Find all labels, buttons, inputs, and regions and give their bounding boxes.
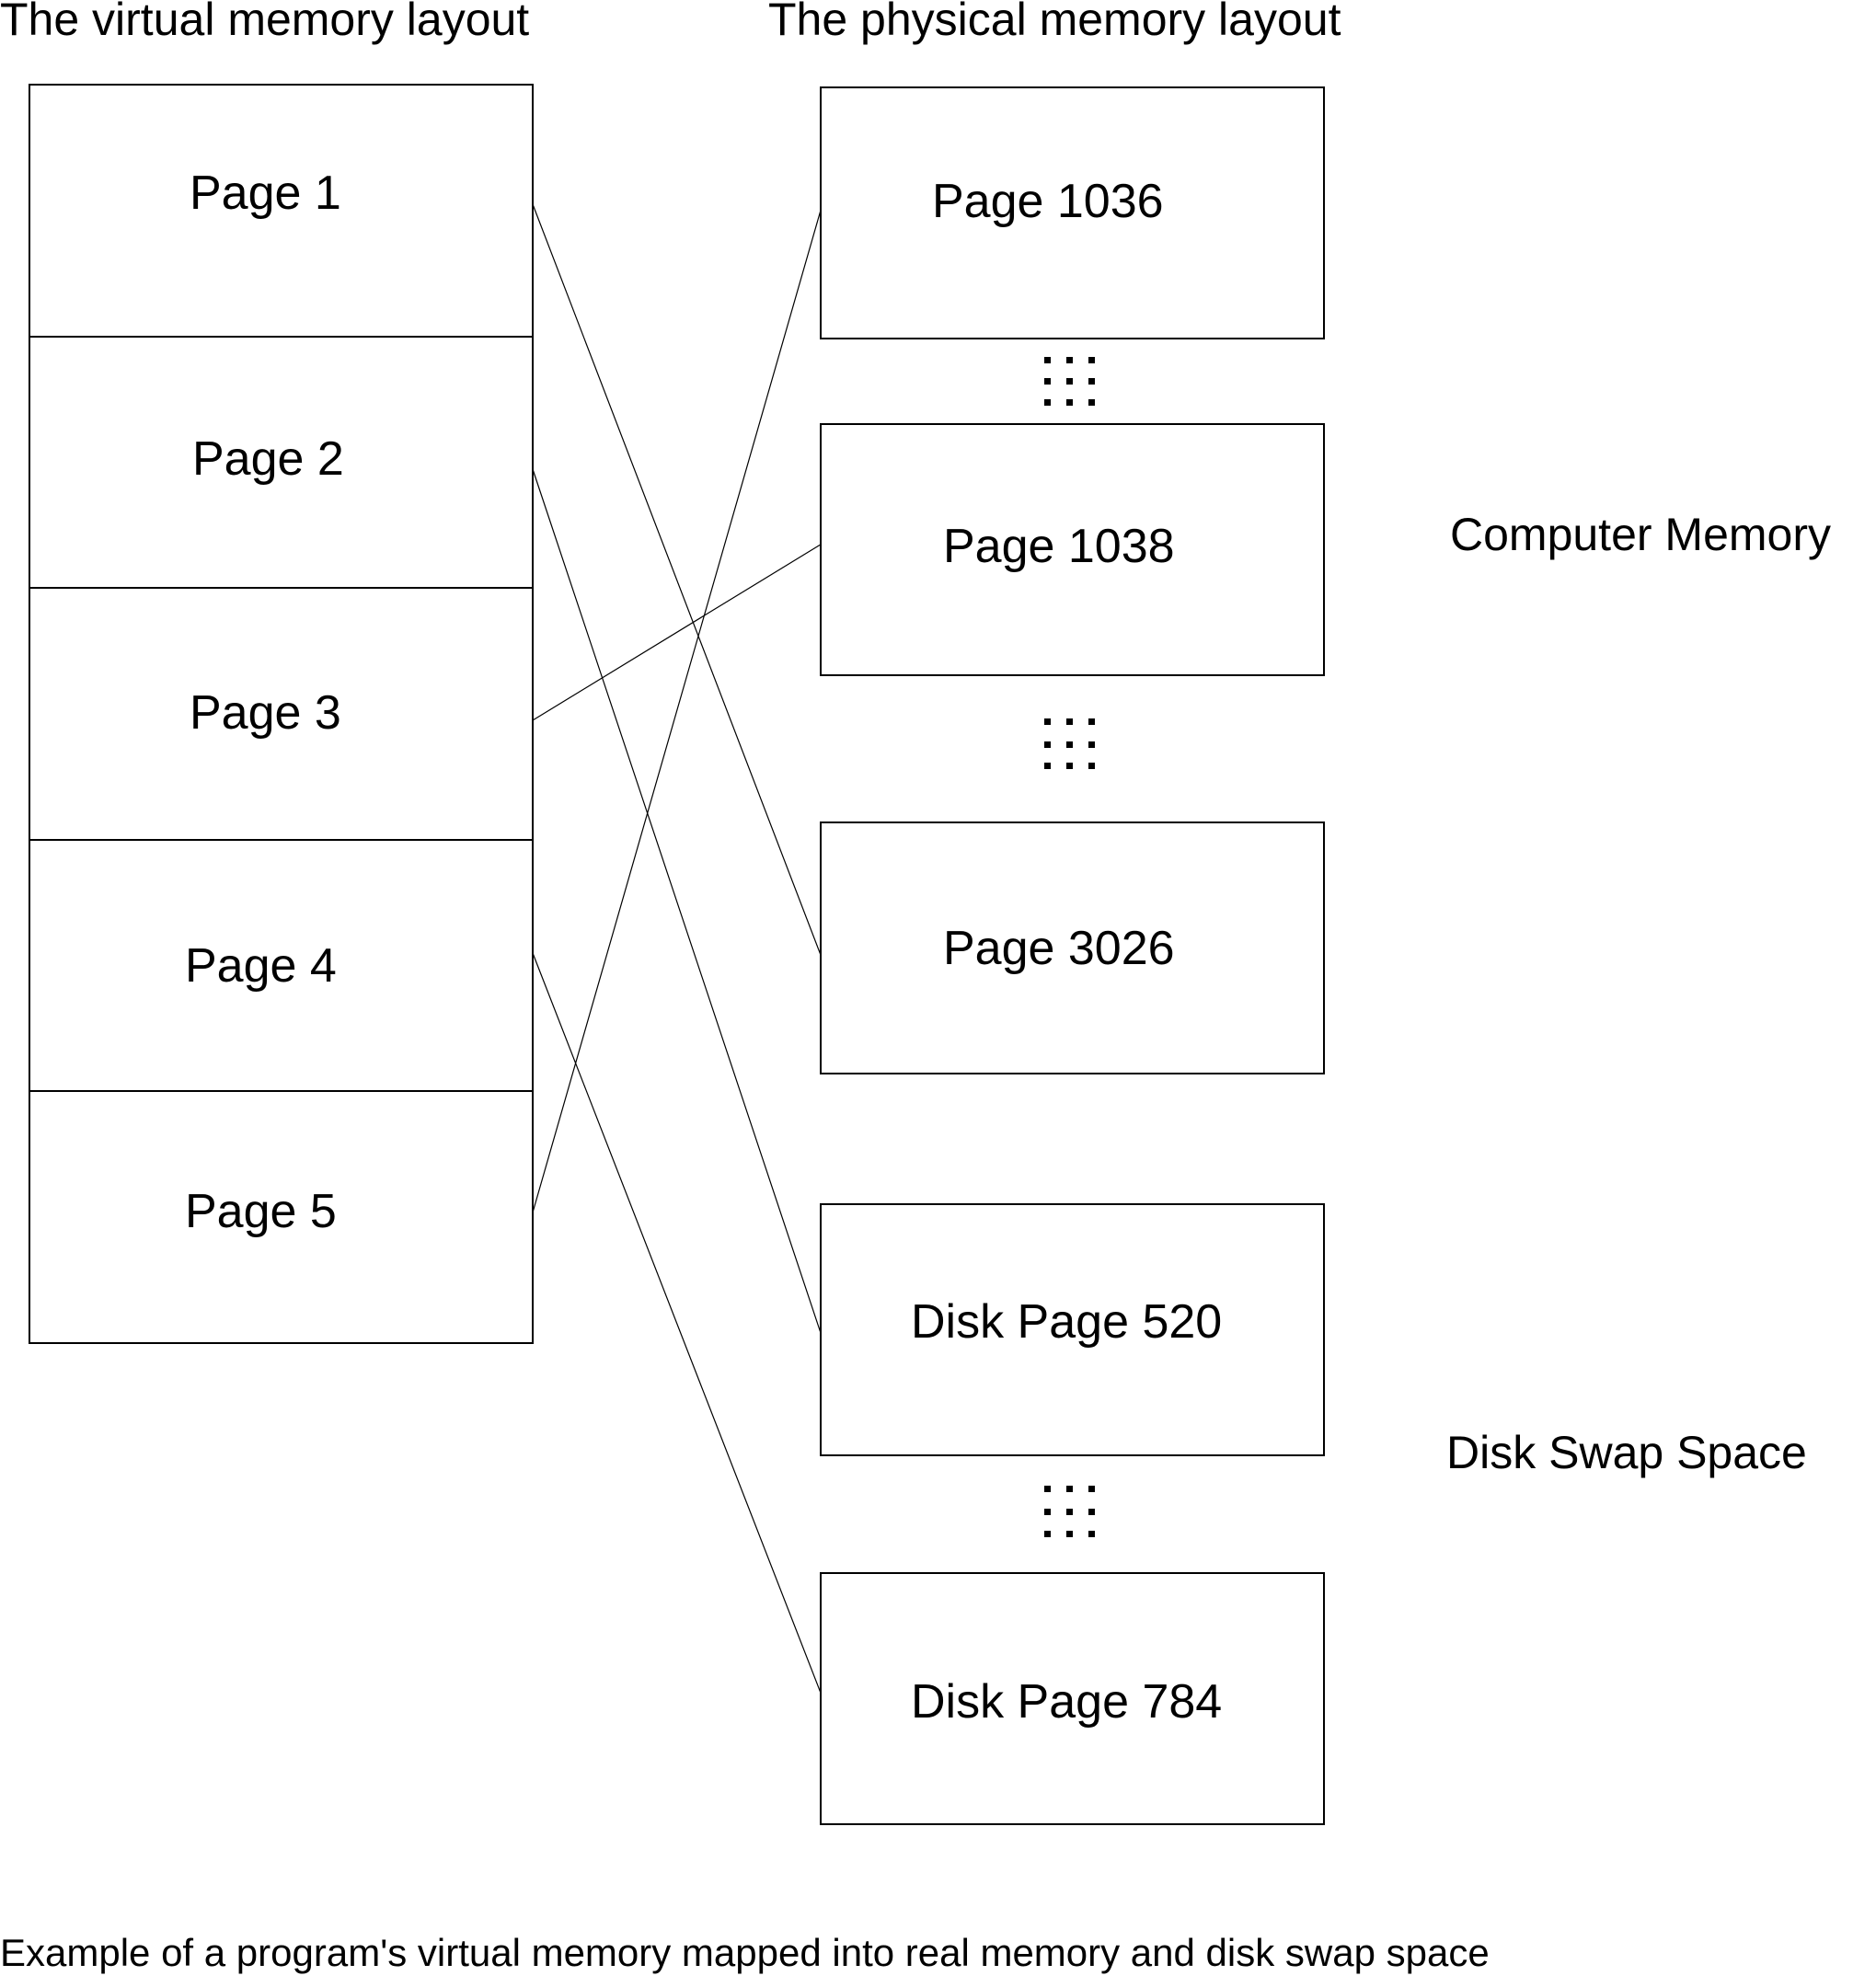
virtual-page-box-4 [29,839,534,1092]
physical-page-box-1036 [820,86,1325,339]
physical-page-label-1036: Page 1036 [932,175,1164,228]
mapping-line-page5-to-1036 [532,200,824,1213]
virtual-page-box-2 [29,336,534,589]
virtual-page-label-4: Page 4 [185,939,337,993]
ellipsis-dots-2 [1044,718,1095,769]
physical-page-label-1038: Page 1038 [943,520,1175,573]
disk-page-box-520 [820,1203,1325,1456]
physical-layout-title: The physical memory layout [768,0,1341,45]
virtual-memory-column: Page 1 Page 2 Page 3 Page 4 Page 5 [29,84,534,1344]
mapping-lines [532,200,824,1701]
physical-page-box-1038 [820,423,1325,676]
mapping-line-page4-to-disk784 [532,952,824,1701]
disk-page-label-520: Disk Page 520 [911,1295,1222,1349]
virtual-page-box-5 [29,1090,534,1344]
virtual-page-box-1 [29,84,534,338]
mapping-line-page3-to-1038 [532,542,824,721]
computer-memory-label: Computer Memory [1450,509,1831,560]
ellipsis-dots-1 [1044,357,1095,406]
mapping-line-page2-to-disk520 [532,468,824,1342]
diagram-caption: Example of a program's virtual memory ma… [0,1931,1490,1974]
virtual-page-label-2: Page 2 [192,432,344,486]
physical-memory-column: Page 1036 Page 1038 Page 3026 Disk Page … [820,86,1325,1825]
physical-page-label-3026: Page 3026 [943,922,1175,975]
physical-page-box-3026 [820,821,1325,1074]
virtual-page-label-1: Page 1 [190,167,341,220]
virtual-page-label-3: Page 3 [190,686,341,740]
ellipsis-dots-3 [1044,1486,1095,1537]
disk-page-box-784 [820,1572,1325,1825]
disk-page-label-784: Disk Page 784 [911,1675,1222,1729]
virtual-layout-title: The virtual memory layout [0,0,529,45]
mapping-line-page1-to-3026 [532,203,824,963]
virtual-page-label-5: Page 5 [185,1185,337,1238]
disk-swap-space-label: Disk Swap Space [1446,1427,1807,1478]
virtual-page-box-3 [29,587,534,841]
